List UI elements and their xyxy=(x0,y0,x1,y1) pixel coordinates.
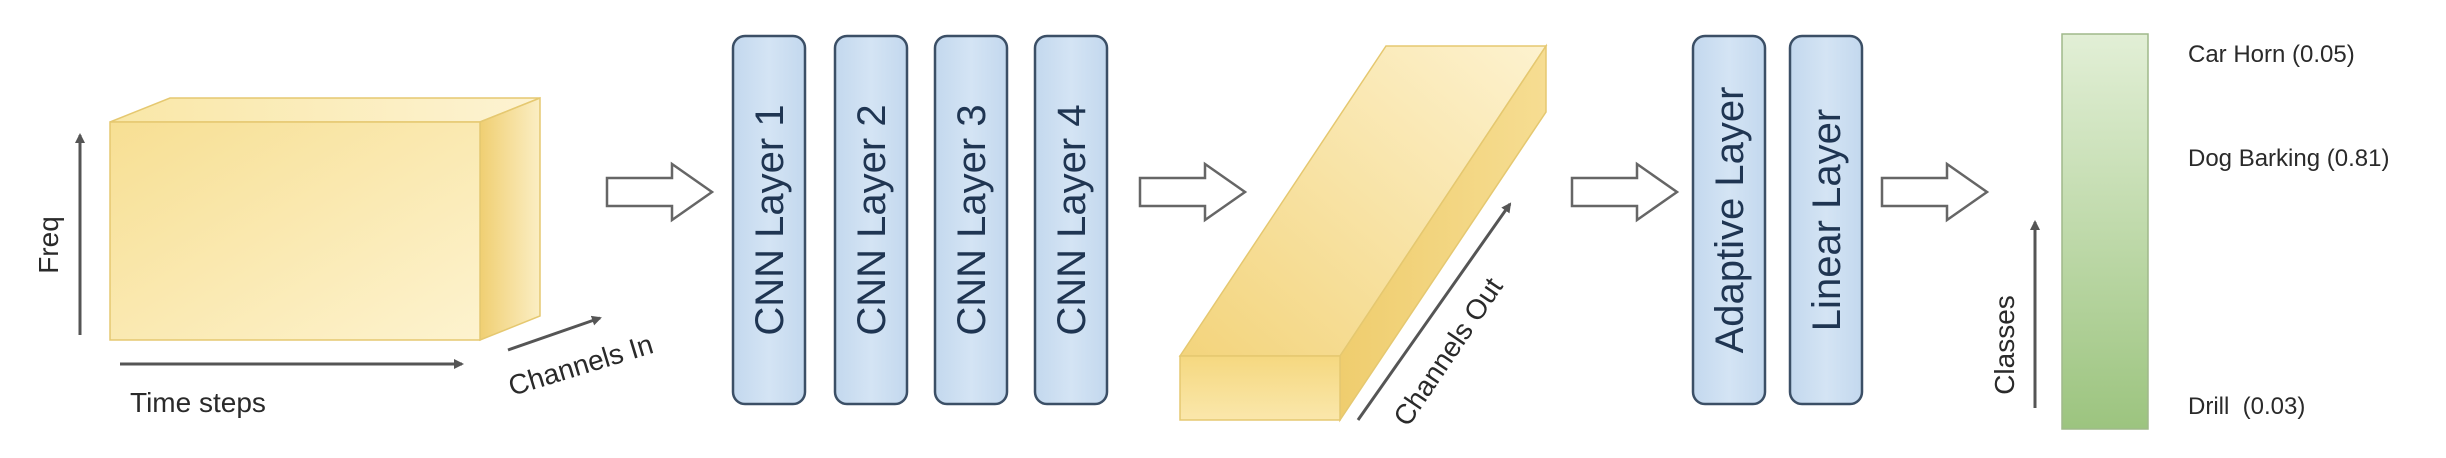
class-label-car-horn: Car Horn (0.05) xyxy=(2188,41,2355,68)
time-steps-label: Time steps xyxy=(130,387,266,418)
cnn-layer-4-label: CNN Layer 4 xyxy=(1050,104,1094,335)
cnn-layer-1-label: CNN Layer 1 xyxy=(748,104,792,335)
adaptive-layer-label: Adaptive Layer xyxy=(1708,87,1752,354)
channels-in-label: Channels In xyxy=(505,328,657,401)
input-block-front xyxy=(109,121,481,341)
cnn-layer-3-label: CNN Layer 3 xyxy=(950,104,994,335)
input-block-side xyxy=(479,96,541,342)
cnn-layer-1: CNN Layer 1 xyxy=(731,34,807,406)
cnn-layers: CNN Layer 1 CNN Layer 2 CNN Layer 3 CNN … xyxy=(731,34,1109,406)
classes-bar xyxy=(2061,33,2149,430)
input-block xyxy=(109,96,541,342)
flow-arrow-3 xyxy=(1570,161,1680,223)
class-label-dog-barking: Dog Barking (0.81) xyxy=(2188,145,2389,172)
flow-arrow-4 xyxy=(1880,161,1990,223)
linear-layer-label: Linear Layer xyxy=(1805,109,1849,331)
cnn-layer-4: CNN Layer 4 xyxy=(1033,34,1109,406)
freq-label: Freq xyxy=(33,216,64,274)
linear-layer: Linear Layer xyxy=(1788,34,1864,406)
channels-out-arrow xyxy=(1356,202,1512,421)
classes-label: Classes xyxy=(1989,295,2020,395)
input-block-top xyxy=(109,97,541,123)
output-block-front xyxy=(1179,355,1341,421)
cnn-layer-3: CNN Layer 3 xyxy=(933,34,1009,406)
cnn-layer-2: CNN Layer 2 xyxy=(833,34,909,406)
head-layers: Adaptive Layer Linear Layer xyxy=(1691,34,1864,406)
flow-arrow-2 xyxy=(1138,161,1248,223)
flow-arrow-1 xyxy=(605,161,715,223)
output-block xyxy=(1178,43,1548,423)
channels-in-arrow xyxy=(507,315,602,352)
adaptive-layer: Adaptive Layer xyxy=(1691,34,1767,406)
cnn-layer-2-label: CNN Layer 2 xyxy=(850,104,894,335)
class-label-drill: Drill (0.03) xyxy=(2188,393,2305,420)
